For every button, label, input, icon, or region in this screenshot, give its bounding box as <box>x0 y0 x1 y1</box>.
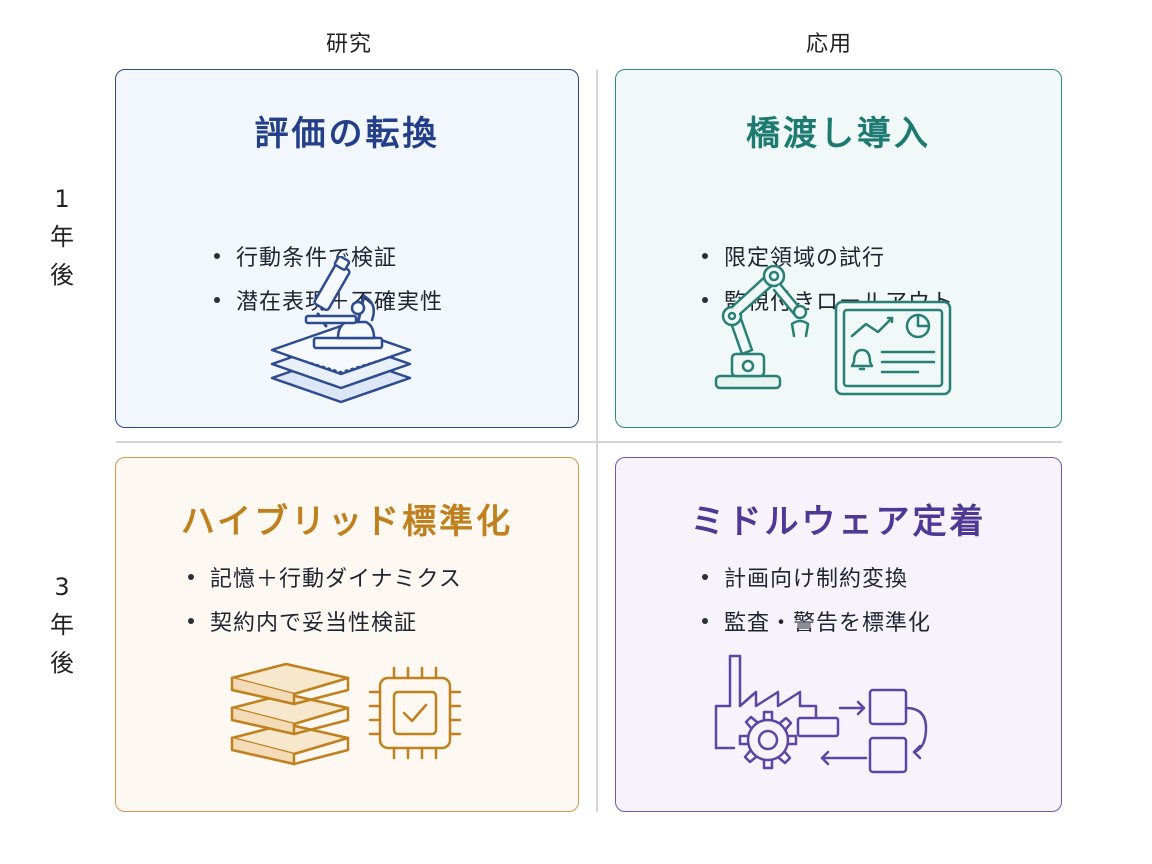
row-header-char: 後 <box>50 649 74 677</box>
bullet-dot <box>702 297 708 303</box>
card-title: ハイブリッド標準化 <box>180 502 514 542</box>
list-item: 計画向け制約変換 <box>702 555 931 599</box>
bullet-text: 監査・警告を標準化 <box>724 611 932 636</box>
card-title: 橋渡し導入 <box>746 114 931 154</box>
card-application-1-year: 橋渡し導入 限定領域の試行 監視付きロールアウト <box>615 69 1062 428</box>
bullet-dot <box>188 574 194 580</box>
column-header-application: 応用 <box>806 32 853 57</box>
card-title: ミドルウェア定着 <box>690 502 987 542</box>
row-header-char: 後 <box>50 261 74 289</box>
card-title: 評価の転換 <box>254 114 440 154</box>
bullet-text: 限定領域の試行 <box>724 246 886 271</box>
bullet-text: 潜在表現＋不確実性 <box>236 290 444 315</box>
list-item: 潜在表現＋不確実性 <box>214 278 443 322</box>
robot-arm-dashboard-icon <box>714 264 952 396</box>
row-header-char: 年 <box>50 611 74 639</box>
card-research-1-year: 評価の転換 行動条件で検証 潜在表現＋不確実性 <box>115 69 579 428</box>
card-research-3-years: ハイブリッド標準化 記憶＋行動ダイナミクス 契約内で妥当性検証 <box>115 457 579 812</box>
list-item: 行動条件で検証 <box>214 234 443 278</box>
bullet-text: 行動条件で検証 <box>236 246 398 271</box>
bullet-list: 記憶＋行動ダイナミクス 契約内で妥当性検証 <box>188 555 462 643</box>
stacked-blocks-chip-icon <box>230 662 462 766</box>
list-item: 限定領域の試行 <box>702 234 954 278</box>
bullet-dot <box>702 618 708 624</box>
bullet-text: 記憶＋行動ダイナミクス <box>210 567 462 592</box>
list-item: 契約内で妥当性検証 <box>188 599 462 643</box>
quadrant-divider-horizontal <box>116 441 1062 443</box>
bullet-dot <box>214 297 220 303</box>
row-header-char: 年 <box>50 223 74 251</box>
bullet-dot <box>188 618 194 624</box>
row-header-1-year: 1 年 後 <box>46 180 78 294</box>
column-header-research: 研究 <box>326 32 373 57</box>
bullet-list: 行動条件で検証 潜在表現＋不確実性 <box>214 234 443 322</box>
list-item: 監査・警告を標準化 <box>702 599 931 643</box>
bullet-dot <box>214 253 220 259</box>
bullet-list: 計画向け制約変換 監査・警告を標準化 <box>702 555 931 643</box>
row-header-3-years: 3 年 後 <box>46 568 78 682</box>
factory-gear-flow-icon <box>714 654 928 774</box>
bullet-text: 計画向け制約変換 <box>724 567 909 592</box>
row-header-char: 3 <box>54 573 70 601</box>
row-header-char: 1 <box>54 185 70 213</box>
list-item: 記憶＋行動ダイナミクス <box>188 555 462 599</box>
card-application-3-years: ミドルウェア定着 計画向け制約変換 監査・警告を標準化 <box>615 457 1062 812</box>
bullet-text: 契約内で妥当性検証 <box>210 611 418 636</box>
bullet-dot <box>702 574 708 580</box>
microscope-layers-icon <box>270 256 412 404</box>
bullet-dot <box>702 253 708 259</box>
